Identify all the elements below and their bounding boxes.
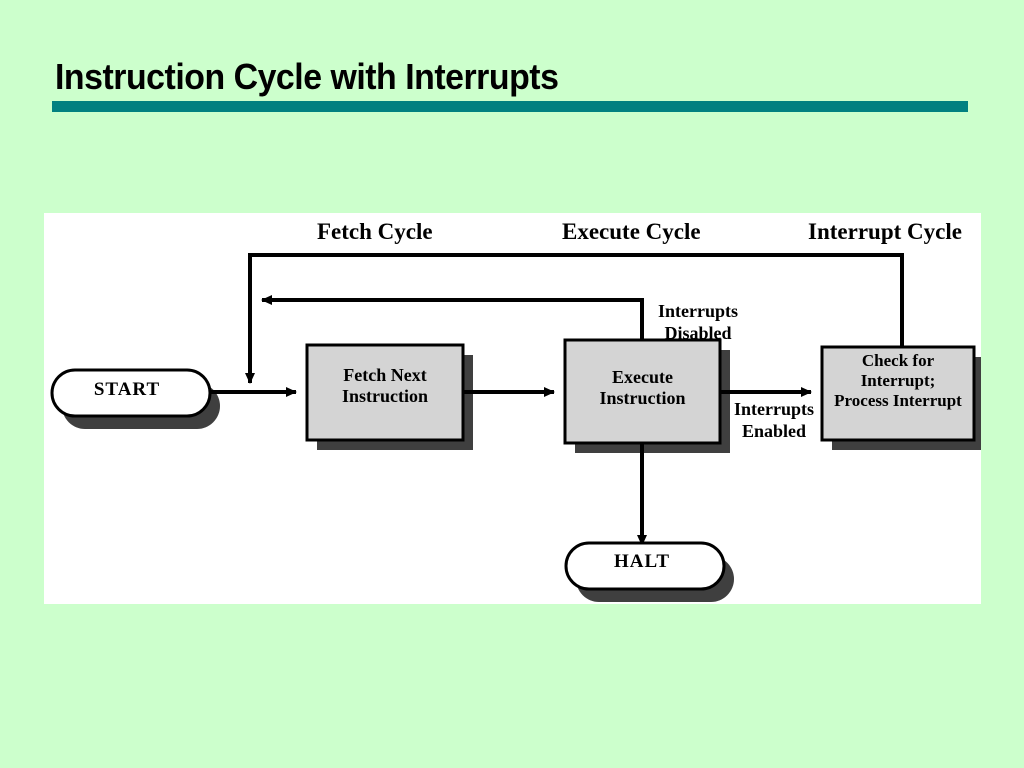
page-title: Instruction Cycle with Interrupts xyxy=(55,56,559,97)
flowchart-graphic xyxy=(50,253,981,602)
flow-connectors xyxy=(210,253,904,546)
diagram-canvas xyxy=(44,213,981,604)
node-start[interactable] xyxy=(50,368,212,418)
title-underline-rule xyxy=(52,101,968,112)
cycle-header-interrupt: Interrupt Cycle xyxy=(808,219,962,244)
node-execute-instruction[interactable] xyxy=(563,338,722,445)
edge-check-to-fetch-loop xyxy=(245,253,904,384)
edge-execute-to-fetch-loop xyxy=(261,295,644,350)
cycle-header-fetch: Fetch Cycle xyxy=(317,219,433,244)
flow-nodes xyxy=(50,338,976,591)
node-check-process-interrupt[interactable] xyxy=(820,345,976,442)
cycle-header-execute: Execute Cycle xyxy=(562,219,701,244)
node-halt[interactable] xyxy=(564,541,726,591)
node-fetch-next-instruction[interactable] xyxy=(305,343,465,442)
